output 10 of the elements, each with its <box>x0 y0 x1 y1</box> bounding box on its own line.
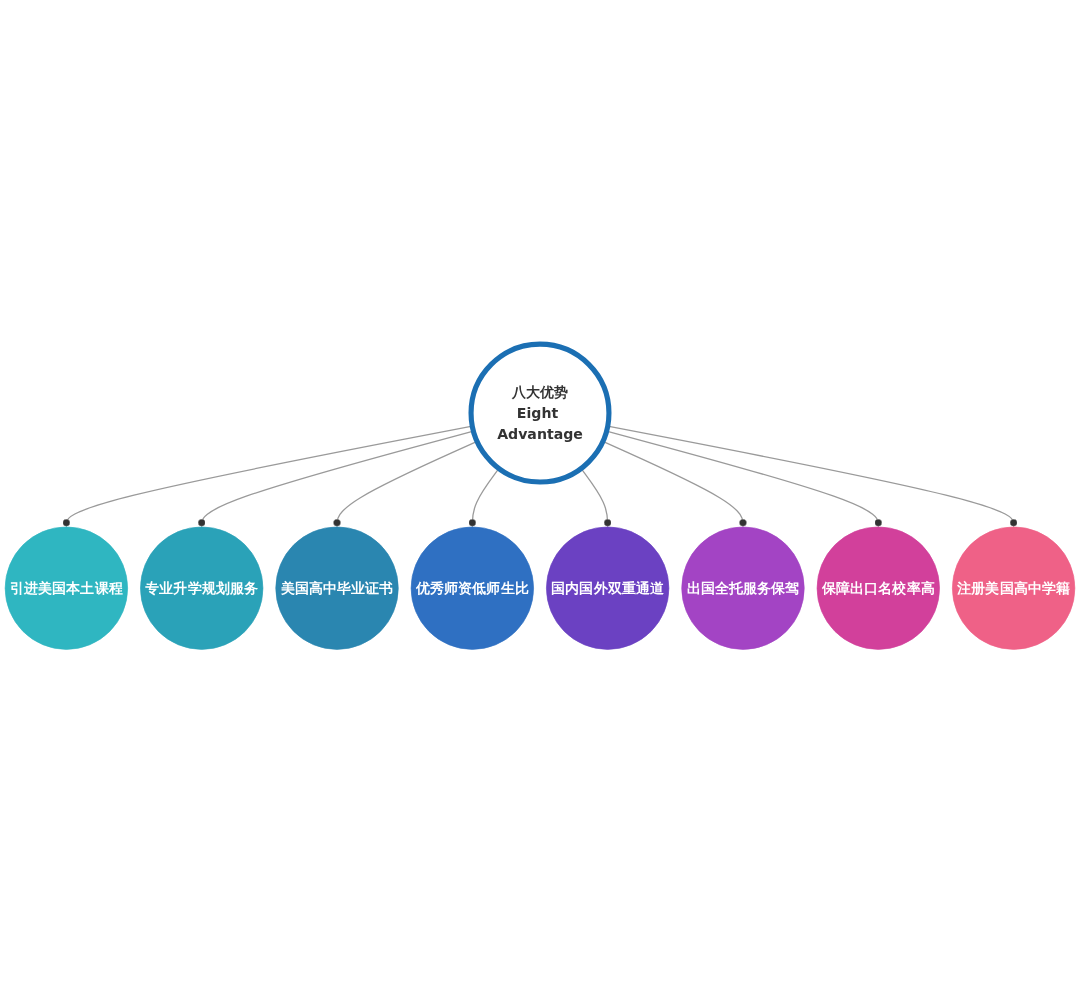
node-circle: 保障出口名校率高 <box>816 526 940 650</box>
node-circle: 出国全托服务保驾 <box>681 526 805 650</box>
node-circle: 美国高中毕业证书 <box>275 526 399 650</box>
node-circle: 八大优势 Eight Advantage <box>468 341 612 485</box>
node-circle: 专业升学规划服务 <box>140 526 264 650</box>
node-circle: 引进美国本土课程 <box>4 526 128 650</box>
connector <box>62 425 473 528</box>
node-circle: 国内国外双重通道 <box>546 526 670 650</box>
node-circle: 优秀师资低师生比 <box>410 526 534 650</box>
node-circle: 注册美国高中学籍 <box>952 526 1076 650</box>
